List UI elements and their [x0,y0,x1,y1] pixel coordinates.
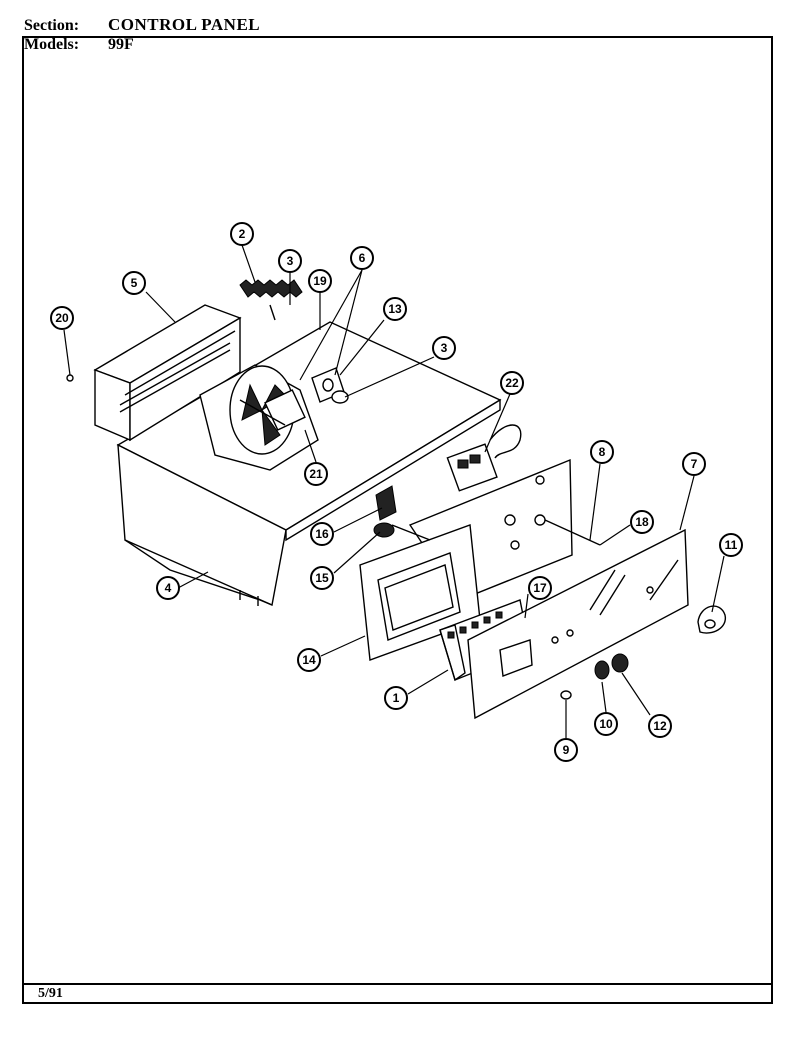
callout-label: 3 [287,254,294,268]
callout-label: 8 [599,445,606,459]
section-row: Section: CONTROL PANEL [24,16,260,35]
callout: 15 [310,566,334,590]
callout-label: 9 [563,743,570,757]
callout-label: 16 [315,527,329,541]
front-glass-panel [467,528,689,720]
callout: 19 [308,269,332,293]
callout: 21 [304,462,328,486]
callout-label: 18 [635,515,649,529]
callout-label: 17 [533,581,547,595]
models-label: Models: [24,36,80,53]
models-value: 99F [108,36,134,53]
callout: 16 [310,522,334,546]
knob-10 [594,660,610,680]
callout-label: 1 [393,691,400,705]
section-label: Section: [24,17,80,34]
callout: 11 [719,533,743,557]
callout: 22 [500,371,524,395]
bracket-3 [331,390,349,404]
callout: 1 [384,686,408,710]
callout: 13 [383,297,407,321]
heating-element [239,279,303,321]
callout: 17 [528,576,552,600]
callout-label: 21 [309,467,323,481]
callout: 5 [122,271,146,295]
callout: 10 [594,712,618,736]
callout-label: 15 [315,571,329,585]
callout-label: 6 [359,251,366,265]
callout-label: 4 [165,581,172,595]
vent-duct [93,304,242,442]
callout-label: 22 [505,376,519,390]
diagram-frame [22,36,773,1004]
callout: 4 [156,576,180,600]
callout: 6 [350,246,374,270]
callout: 14 [297,648,321,672]
screw-20 [66,374,74,382]
callout-label: 5 [131,276,138,290]
timer-16 [373,485,431,541]
callout: 9 [554,738,578,762]
screw-9 [560,690,572,700]
callout: 8 [590,440,614,464]
switch-22 [446,424,522,492]
callout-label: 13 [388,302,402,316]
callout: 2 [230,222,254,246]
leader-lines [63,244,725,738]
callout-label: 3 [441,341,448,355]
models-row: Models: 99F [24,36,134,54]
callout: 7 [682,452,706,476]
callout-label: 12 [653,719,667,733]
knob-11 [697,605,726,634]
callout-label: 10 [599,717,613,731]
callout-label: 2 [239,227,246,241]
section-value: CONTROL PANEL [108,15,261,34]
callout: 3 [432,336,456,360]
callout-label: 14 [302,653,316,667]
callout: 18 [630,510,654,534]
callout: 20 [50,306,74,330]
callout-label: 19 [313,274,327,288]
footer-divider [22,983,773,985]
footer-date: 5/91 [38,986,63,1001]
callout: 3 [278,249,302,273]
knob-12 [611,653,629,673]
callout-label: 11 [725,538,738,552]
callout-label: 7 [691,457,698,471]
fan-motor [199,364,319,471]
callout-label: 20 [55,311,69,325]
callout: 12 [648,714,672,738]
